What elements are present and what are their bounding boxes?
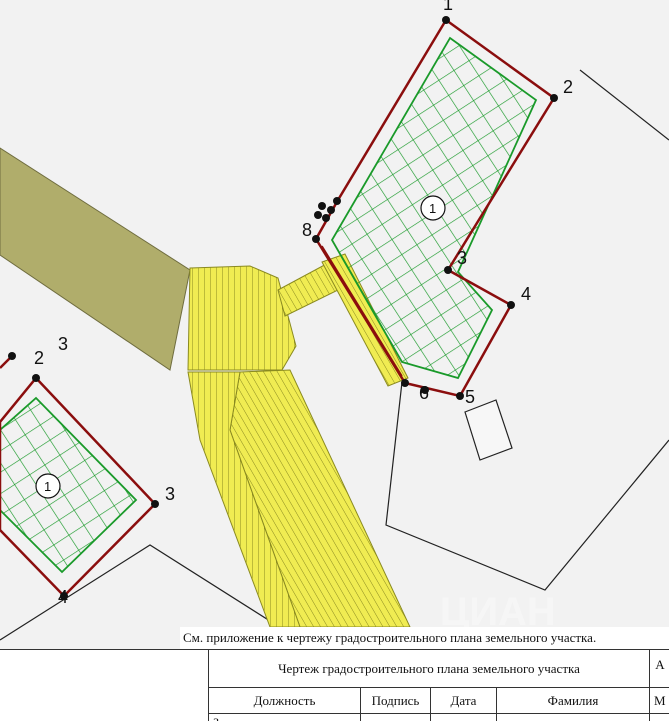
title-block-row-cell [431, 714, 497, 721]
title-block: Чертеж градостроительного плана земельно… [0, 649, 669, 721]
point-label-1: 1 [443, 0, 453, 14]
neighbor-plot-outline [0, 544, 301, 641]
zone-number-right: 1 [429, 201, 436, 216]
neighbor-plot-outline [385, 381, 669, 591]
title-block-row-cell: З [209, 714, 361, 721]
yellow-road-area [187, 265, 297, 371]
point-label-left-2: 2 [34, 348, 44, 368]
olive-road-band [0, 147, 191, 371]
header-signature: Подпись [361, 688, 431, 714]
point-label-3: 3 [457, 248, 467, 268]
watermark: ЦИАН [440, 590, 556, 634]
title-block-row-cell [361, 714, 431, 721]
title-block-row-cell [497, 714, 650, 721]
point-label-left-3b: 3 [165, 484, 175, 504]
point-label-8: 8 [302, 220, 312, 240]
header-surname: Фамилия [497, 688, 650, 714]
point-label-4: 4 [521, 284, 531, 304]
title-block-title: Чертеж градостроительного плана земельно… [209, 650, 650, 688]
zone-marker-right: 1 [420, 195, 446, 221]
point-label-6: 6 [419, 383, 429, 403]
point-label-2: 2 [563, 77, 573, 97]
buildable-zone-left [0, 396, 138, 574]
zone-number-left: 1 [44, 479, 51, 494]
point-label-5: 5 [465, 387, 475, 407]
boundary-points-left [8, 352, 159, 600]
point-label-left-4: 4 [58, 587, 68, 607]
parcel-inner-line [321, 245, 403, 377]
title-block-grid: Чертеж градостроительного плана земельно… [208, 650, 669, 721]
boundary-points-right [312, 16, 558, 400]
zone-marker-left: 1 [35, 473, 61, 499]
building-outline [464, 399, 513, 461]
drawing-note: См. приложение к чертежу градостроительн… [180, 627, 669, 649]
header-position: Должность [209, 688, 361, 714]
header-date: Дата [431, 688, 497, 714]
point-label-left-3a: 3 [58, 334, 68, 354]
neighbor-plot-outline [579, 69, 669, 141]
parcel-boundary-left [0, 376, 157, 598]
title-block-corner: А [650, 650, 669, 688]
header-scale: М [650, 688, 669, 714]
